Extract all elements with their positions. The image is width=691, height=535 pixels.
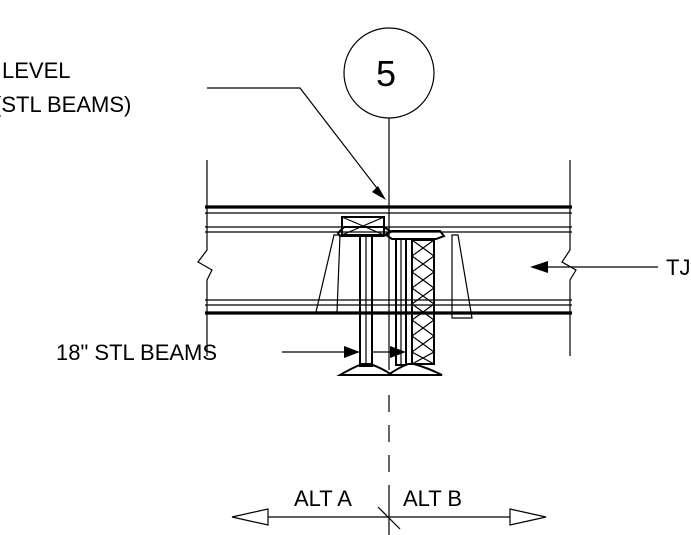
right-break-line bbox=[561, 160, 577, 356]
alt-dimension bbox=[231, 506, 547, 530]
steel-beams-leader bbox=[282, 346, 406, 358]
tj-leader: TJ bbox=[530, 255, 690, 280]
tj-label: TJ bbox=[666, 255, 690, 280]
level-label-line2: (STL BEAMS) bbox=[0, 92, 131, 117]
left-break-line bbox=[197, 160, 213, 356]
alt-b-label: ALT B bbox=[403, 486, 462, 511]
grid-bubble: 5 bbox=[343, 27, 435, 119]
level-label-line1: LEVEL bbox=[2, 58, 71, 83]
steel-beams bbox=[315, 216, 473, 376]
level-leader bbox=[207, 87, 386, 200]
grid-number: 5 bbox=[376, 53, 396, 94]
alt-a-label: ALT A bbox=[294, 486, 352, 511]
steel-beams-label: 18" STL BEAMS bbox=[56, 340, 217, 365]
